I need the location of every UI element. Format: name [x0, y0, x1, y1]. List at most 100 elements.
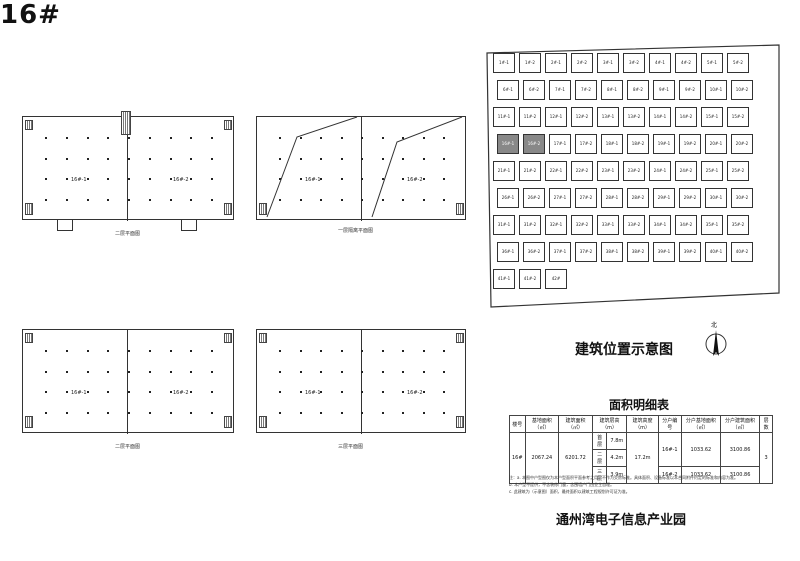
- column-dot: [443, 370, 445, 373]
- stair: [259, 203, 267, 215]
- column-dot: [211, 199, 213, 201]
- unit-label-left: 16#-1: [305, 177, 321, 183]
- column-dot: [211, 157, 213, 160]
- site-building: 19#-1: [653, 134, 675, 154]
- column-dot: [148, 350, 151, 352]
- stair: [25, 120, 33, 130]
- column-dot: [107, 412, 110, 414]
- table-header: 分户建筑面积（㎡）: [719, 415, 761, 433]
- column-dot: [211, 370, 213, 373]
- column-dot: [381, 157, 384, 160]
- site-building: 24#-1: [649, 161, 671, 181]
- column-dot: [381, 412, 384, 414]
- column-dot: [86, 412, 89, 414]
- column-dot: [443, 178, 445, 181]
- site-building: 31#-1: [493, 215, 515, 235]
- stair: [456, 203, 464, 215]
- table-cell: 3.9m: [606, 466, 628, 484]
- column-dot: [86, 157, 89, 160]
- column-dot: [45, 391, 47, 394]
- column-dot: [190, 370, 193, 373]
- site-building: 34#-1: [649, 215, 671, 235]
- stair: [25, 416, 33, 428]
- site-building: 39#-2: [679, 242, 701, 262]
- site-building: 37#-1: [549, 242, 571, 262]
- column-dot: [299, 178, 302, 181]
- site-building: 23#-2: [623, 161, 645, 181]
- unit-divider: [361, 117, 362, 221]
- column-dot: [299, 350, 302, 352]
- column-dot: [443, 412, 445, 414]
- column-dot: [422, 412, 425, 414]
- column-dot: [148, 157, 151, 160]
- site-building: 36#-2: [523, 242, 545, 262]
- column-dot: [65, 157, 68, 160]
- note-line: c. 此建筑为（示意图）面积，最终面积以建筑工程规划许可证为准。: [509, 489, 630, 494]
- site-building: 40#-1: [705, 242, 727, 262]
- site-building: 20#-1: [705, 134, 727, 154]
- column-dot: [190, 137, 193, 139]
- plan-caption: 三层平面图: [338, 444, 364, 450]
- site-building: 11#-2: [519, 107, 541, 127]
- site-building: 39#-1: [653, 242, 675, 262]
- note-line: 注：a. 本图中户型图仅为本户型面积平面参考之用，不作为交房标准。具体面积、设备…: [509, 475, 738, 480]
- column-dot: [381, 178, 384, 181]
- unit-divider: [127, 117, 128, 221]
- unit-label-right: 16#-2: [173, 177, 189, 183]
- table-header: 建筑高度（m）: [626, 415, 659, 433]
- column-dot: [107, 391, 110, 394]
- site-building: 33#-1: [597, 215, 619, 235]
- column-dot: [65, 350, 68, 352]
- table-cell: 3100.86: [719, 432, 761, 467]
- site-building: 2#-1: [545, 53, 567, 73]
- area-table-title: 面积明细表: [609, 398, 670, 412]
- column-dot: [45, 412, 47, 414]
- site-building: 22#-1: [545, 161, 567, 181]
- site-building: 21#-1: [493, 161, 515, 181]
- column-dot: [128, 370, 130, 373]
- site-building: 10#-2: [731, 80, 753, 100]
- column-dot: [320, 350, 322, 352]
- column-dot: [402, 370, 404, 373]
- site-building: 10#-1: [705, 80, 727, 100]
- site-building: 29#-2: [679, 188, 701, 208]
- column-dot: [169, 157, 172, 160]
- area-table: 楼号 基地面积（㎡） 建筑面积（㎡） 建筑层高（m） 建筑高度（m） 分户编号 …: [509, 415, 773, 484]
- site-building: 6#-2: [523, 80, 545, 100]
- site-building: 1#-1: [493, 53, 515, 73]
- site-building: 30#-1: [705, 188, 727, 208]
- stair: [456, 416, 464, 428]
- column-dot: [107, 157, 110, 160]
- column-dot: [340, 370, 343, 373]
- column-dot: [107, 350, 110, 352]
- column-dot: [148, 391, 151, 394]
- column-dot: [443, 199, 445, 201]
- column-dot: [361, 350, 363, 352]
- table-cell: 7.8m: [606, 432, 628, 450]
- column-dot: [45, 199, 47, 201]
- table-cell: 二层: [591, 449, 608, 467]
- stair: [224, 333, 232, 343]
- site-building: 33#-2: [623, 215, 645, 235]
- floor-plan-4: 16#-1 16#-2: [256, 329, 466, 434]
- table-cell: 1033.62: [680, 466, 721, 484]
- column-dot: [361, 370, 363, 373]
- column-dot: [422, 157, 425, 160]
- column-dot: [381, 350, 384, 352]
- column-dot: [422, 391, 425, 394]
- column-dot: [190, 412, 193, 414]
- entrance-block: [181, 219, 197, 231]
- site-building: 28#-1: [601, 188, 623, 208]
- site-building: 31#-2: [519, 215, 541, 235]
- column-dot: [169, 412, 172, 414]
- column-dot: [128, 391, 130, 394]
- table-cell: 1033.62: [680, 432, 721, 467]
- column-dot: [65, 391, 68, 394]
- column-dot: [128, 137, 130, 139]
- column-dot: [65, 412, 68, 414]
- column-dot: [190, 350, 193, 352]
- site-building: 40#-2: [731, 242, 753, 262]
- site-building: 25#-1: [701, 161, 723, 181]
- column-dot: [148, 137, 151, 139]
